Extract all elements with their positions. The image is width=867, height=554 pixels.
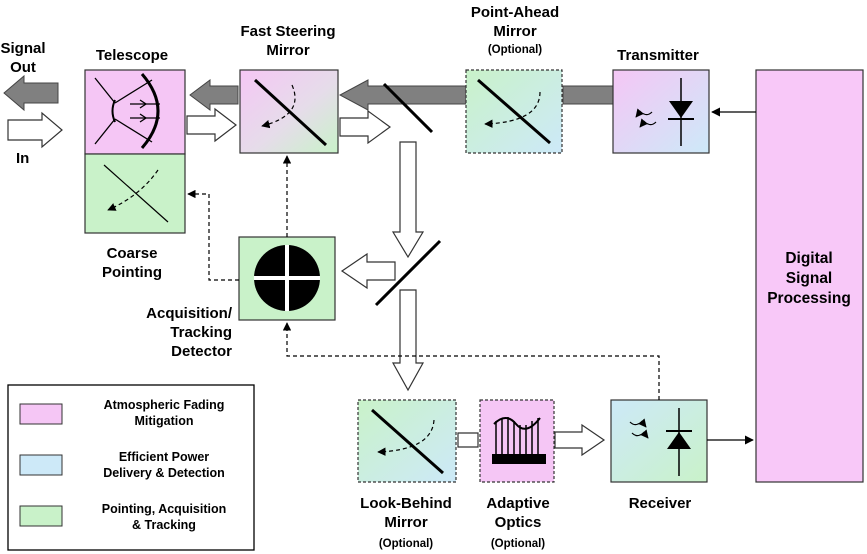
telescope-out-gray-arrow [189,79,239,111]
telescope-block [84,69,186,155]
ao-box [479,399,555,483]
beam-splitter-upper [382,82,434,134]
transmitter-block [612,69,710,154]
tx-emission-wave-1 [635,108,653,118]
fsm-rotation-arrow [261,84,296,129]
tx-emission-wave-2 [639,118,657,128]
telescope-label: Telescope [96,47,168,64]
splitter2-down-arrow [391,289,425,392]
ao-base [492,454,546,464]
telescope-ray [94,118,116,145]
coarse-rotation-arrow [107,169,159,211]
receiver-block [610,399,708,483]
coarse-pointing-block [84,153,186,234]
telescope-ray [139,113,148,123]
rx-incoming-wave-2 [631,429,649,439]
pam-mirror [477,78,551,145]
telescope-box [84,69,186,155]
rx-diode-triangle [667,432,691,449]
rx-incoming-wave-1 [629,418,647,428]
transmitter-box [612,69,710,154]
fast-steering-mirror-block [239,69,339,154]
fsm-to-splitter-arrow [339,109,392,145]
acq-to-coarse-feedback [187,189,239,281]
lb-to-ao-arrow [457,432,479,448]
adaptive-optics-block [479,399,555,483]
in-label: In [16,150,29,167]
adaptive-optics-optional: (Optional) [491,538,545,550]
legend-swatch-pink [19,403,63,425]
receiver-to-acq-feedback [282,322,660,400]
tx-diode-triangle [669,101,693,118]
receive-beam [7,107,606,457]
transmitter-label: Transmitter [617,47,699,64]
legend-label-green: Pointing, Acquisition& Tracking [102,502,227,532]
signal-out-arrow [3,74,59,112]
fsm-mirror [253,78,328,147]
dsp-box [755,69,864,483]
telescope-to-fsm-arrow [186,107,237,143]
telescope-ray [114,118,153,143]
telescope-ray [94,77,116,104]
splitter-down-arrow [391,141,425,259]
pam-rotation-arrow [484,91,541,128]
coarse-pointing-box [84,153,186,234]
telescope-ray [114,79,153,104]
telescope-primary-mirror [140,73,160,149]
acquisition-detector-block [238,236,336,321]
beam-splitter-lower [374,239,442,307]
transmit-beam [3,74,614,112]
legend-swatch-green [19,505,63,527]
lbm-rotation-arrow [377,419,435,456]
beam-gray-arrow-main [338,79,467,111]
beam-gray-arrow-tx [562,85,614,105]
look-behind-optional: (Optional) [379,538,433,550]
lbm-mirror [371,408,444,475]
telescope-ray [139,99,148,109]
look-behind-mirror-block [357,399,457,483]
point-ahead-mirror-block [465,69,563,154]
in-arrow [7,111,63,149]
receiver-label: Receiver [629,495,692,512]
receiver-box [610,399,708,483]
legend-swatch-blue [19,454,63,476]
signal-connectors [187,107,756,445]
ao-to-rx-arrow [554,423,606,457]
coarse-mirror-line [103,164,169,223]
to-acq-arrow [340,252,396,290]
point-ahead-optional: (Optional) [488,44,542,56]
